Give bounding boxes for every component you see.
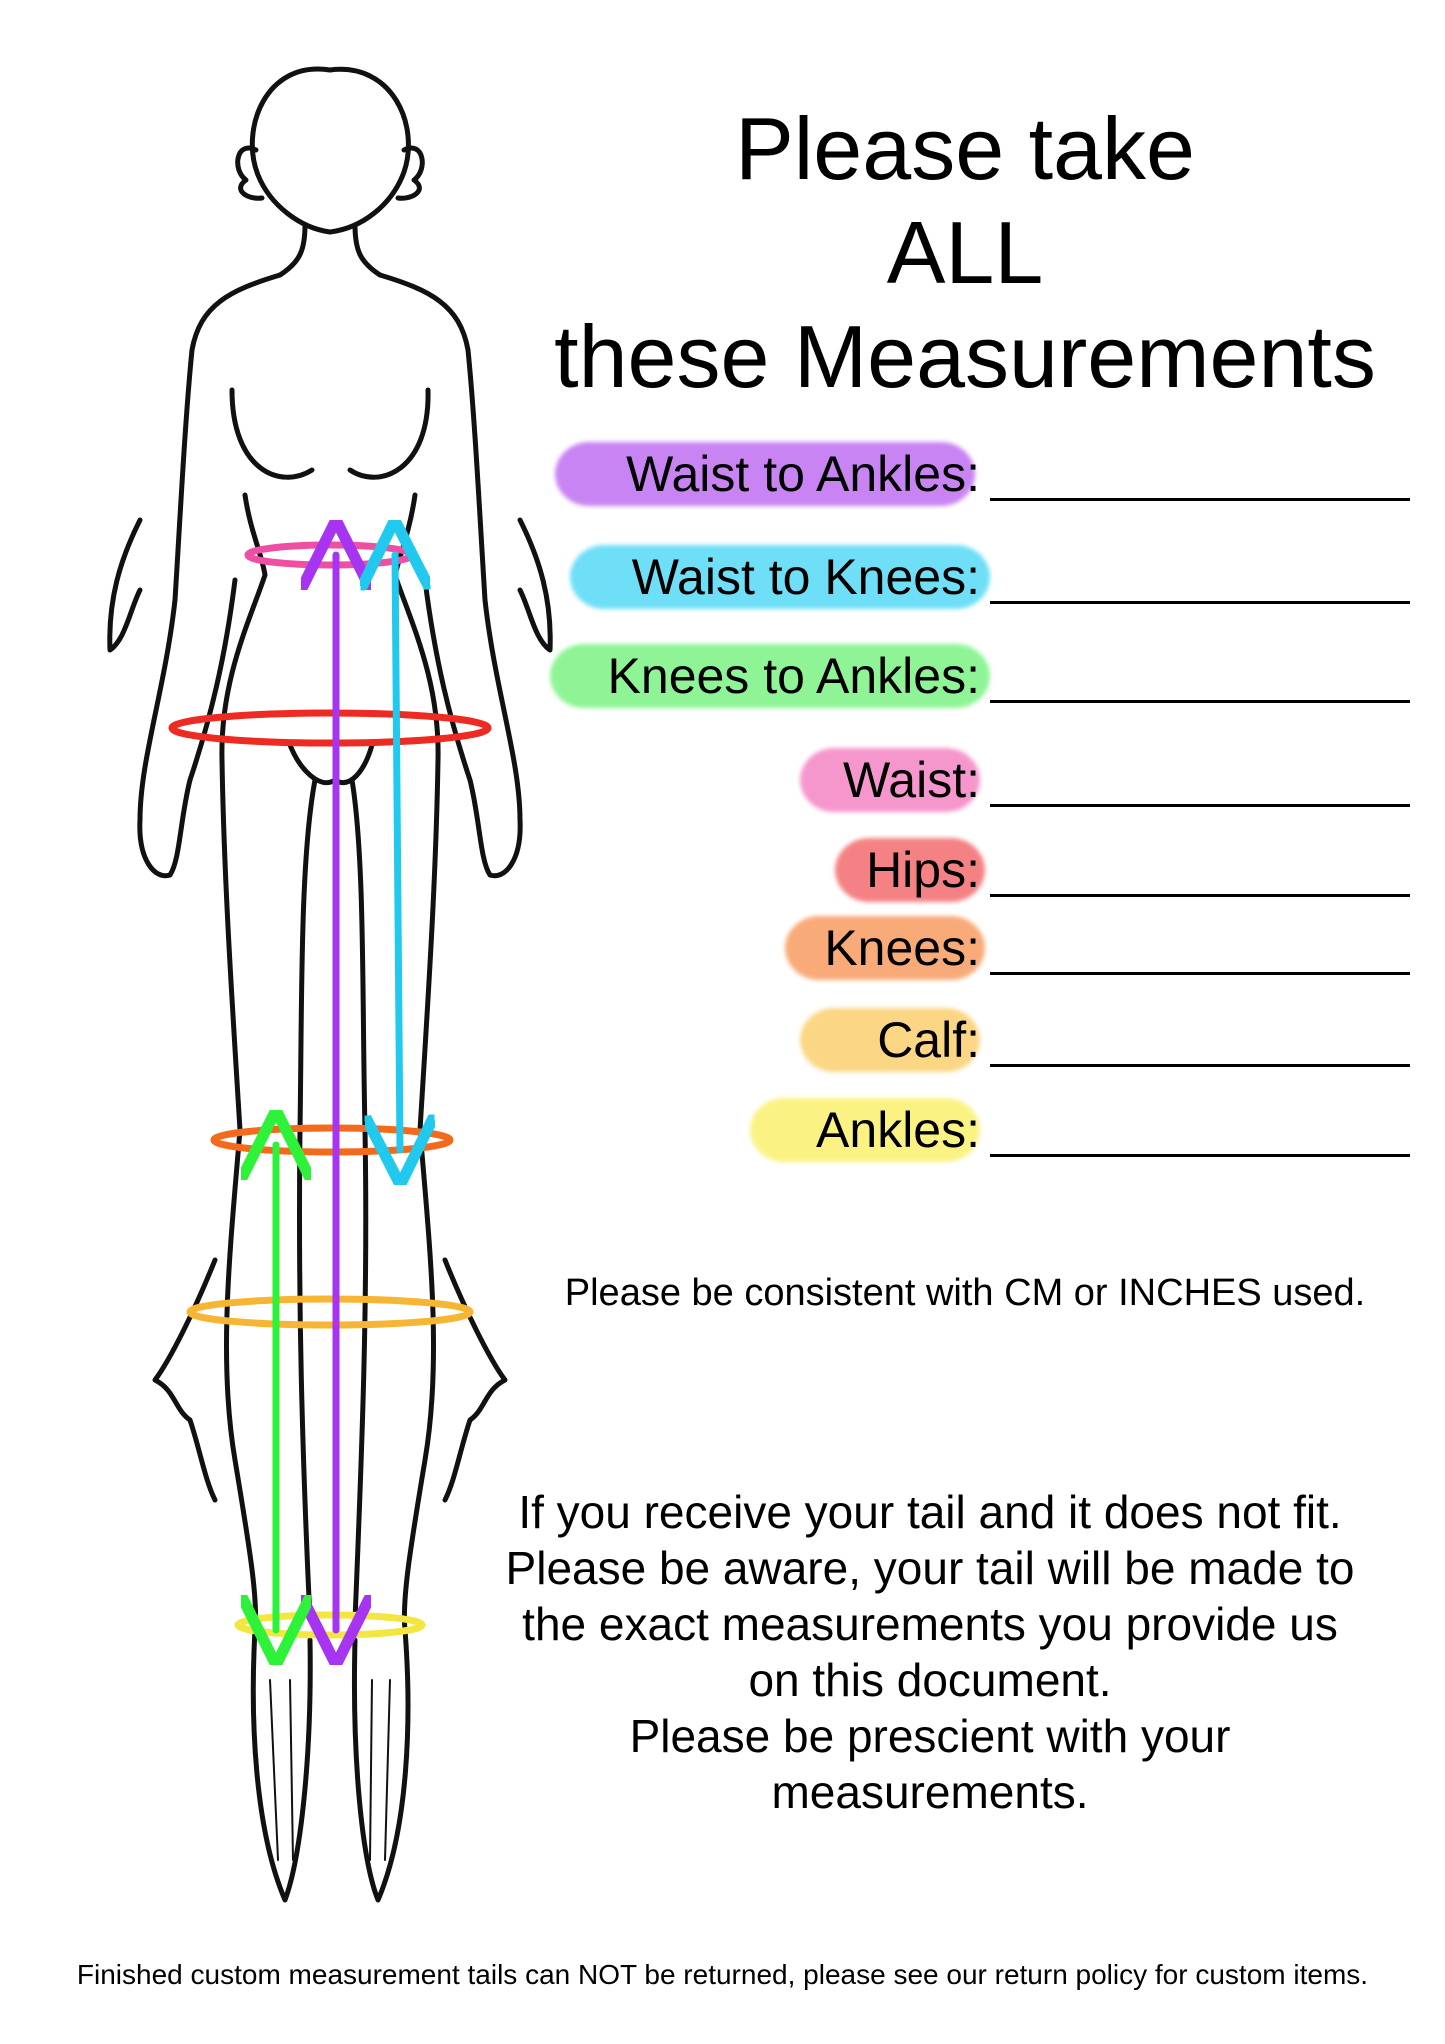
measurement-row-knees: Knees: [540, 906, 1420, 986]
measurement-entry-line[interactable] [990, 1154, 1410, 1157]
right-arm-fin [517, 517, 553, 653]
return-policy-footer: Finished custom measurement tails can NO… [76, 1959, 1369, 1990]
label-highlight [835, 838, 985, 902]
label-highlight [785, 916, 985, 980]
measurement-label: Hips: [866, 842, 980, 898]
ankles-ring [234, 1611, 426, 1639]
waist-to-knees-arrow [395, 555, 400, 1150]
neck-outline [277, 222, 383, 278]
knees-ring [210, 1124, 454, 1156]
head-outline [249, 66, 411, 235]
hips-ring [168, 709, 492, 747]
measurement-label: Waist to Ankles: [626, 446, 980, 502]
fit-note: If you receive your tail and it does not… [460, 1484, 1400, 1820]
measurement-entry-line[interactable] [990, 1064, 1410, 1067]
crotch-outline [287, 742, 375, 785]
measurement-row-waist-to-knees: Waist to Knees: [540, 535, 1420, 615]
fit-note-line: the exact measurements you provide us [522, 1598, 1338, 1650]
measurement-row-calf: Calf: [540, 998, 1420, 1078]
measurement-row-knees-to-ankles: Knees to Ankles: [540, 634, 1420, 714]
measurement-entry-line[interactable] [990, 972, 1410, 975]
measurement-row-waist: Waist: [540, 738, 1420, 818]
measurement-label: Waist to Knees: [631, 549, 980, 605]
right-fluke-ribs [369, 1679, 391, 1861]
measurement-entry-line[interactable] [990, 700, 1410, 703]
right-lower-leg [401, 1127, 437, 1633]
measurement-label: Waist: [842, 752, 980, 808]
left-lower-leg [223, 1127, 259, 1633]
measurement-entry-line[interactable] [990, 894, 1410, 897]
right-ear-fin [395, 145, 425, 201]
measurement-label: Knees: [824, 920, 980, 976]
measurement-row-hips: Hips: [540, 828, 1420, 908]
waist-ring [244, 541, 416, 569]
measurement-row-waist-to-ankles: Waist to Ankles: [540, 432, 1420, 512]
label-highlight [750, 1098, 980, 1162]
measurement-arrows [276, 555, 400, 1630]
measurement-label: Calf: [877, 1012, 980, 1068]
fit-note-line: on this document. [748, 1654, 1112, 1706]
measurement-label: Knees to Ankles: [607, 648, 980, 704]
left-leg-fin [152, 1257, 218, 1503]
fit-note-line: Please be prescient with your [629, 1710, 1231, 1762]
units-note: Please be consistent with CM or INCHES u… [564, 1272, 1366, 1314]
left-torso-arm-outline [137, 272, 283, 879]
left-fluke-ribs [269, 1679, 294, 1861]
left-fluke [250, 1627, 313, 1903]
measurement-entry-line[interactable] [990, 804, 1410, 807]
label-highlight [800, 1008, 980, 1072]
measurement-entry-line[interactable] [990, 601, 1410, 604]
fit-note-line: Please be aware, your tail will be made … [505, 1542, 1355, 1594]
measurement-label: Ankles: [816, 1102, 980, 1158]
right-leg-fin [442, 1257, 508, 1503]
label-highlight [555, 442, 975, 506]
left-ear-fin [235, 145, 265, 201]
right-torso-arm-outline [377, 272, 523, 879]
title-line-3: these Measurements [554, 307, 1376, 406]
measurement-row-ankles: Ankles: [540, 1088, 1420, 1168]
calf-ring [186, 1295, 474, 1329]
fit-note-line: measurements. [771, 1766, 1089, 1818]
title-line-1: Please take [735, 99, 1195, 198]
right-fluke [351, 1627, 411, 1903]
label-highlight [800, 748, 980, 812]
title-line-2: ALL [886, 203, 1044, 302]
left-waist-hip-outline [219, 492, 268, 1133]
measurement-rings [168, 541, 492, 1639]
left-arm-fin [107, 517, 143, 653]
inner-left-leg [296, 777, 318, 1623]
chest-outline [229, 387, 431, 480]
label-highlight [550, 644, 990, 708]
fit-note-line: If you receive your tail and it does not… [518, 1486, 1342, 1538]
mermaid-figure-illustration [107, 66, 553, 1903]
measurement-entry-line[interactable] [990, 498, 1410, 501]
inner-right-leg [349, 777, 369, 1623]
label-highlight [570, 545, 990, 609]
